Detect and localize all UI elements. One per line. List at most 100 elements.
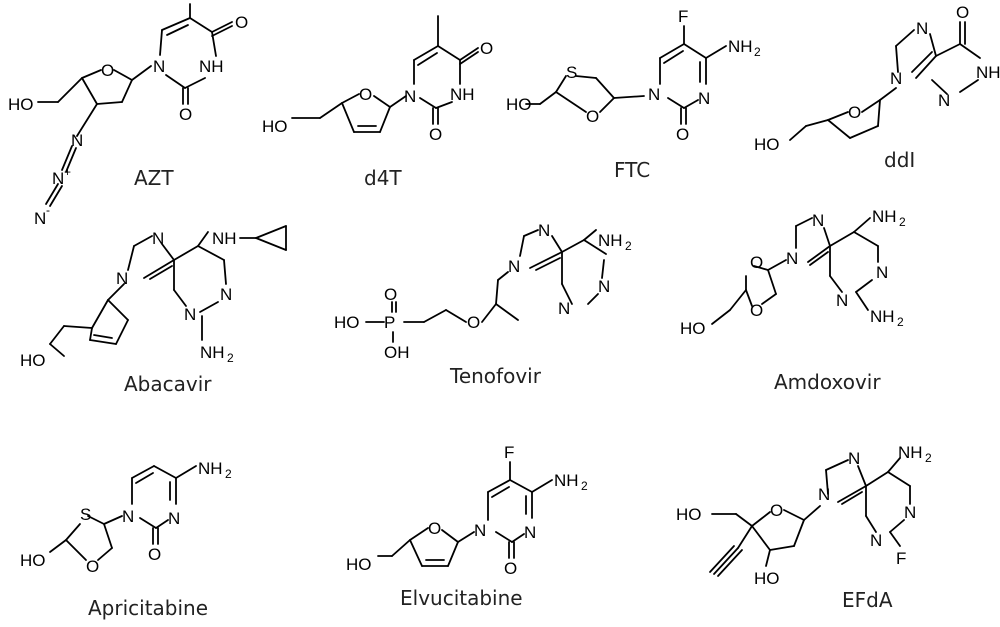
atom-ho: HO bbox=[680, 319, 706, 338]
atom-o: O bbox=[179, 105, 192, 124]
atom-n: N bbox=[836, 291, 848, 310]
label-efda: EFdA bbox=[842, 588, 893, 612]
atom-n: N bbox=[474, 521, 486, 540]
atom-ho: HO bbox=[346, 555, 372, 574]
charge-plus: + bbox=[64, 165, 71, 179]
atom-n: N bbox=[71, 131, 83, 150]
atom-nh: NH bbox=[212, 229, 237, 248]
structure-abacavir: N N N N NH NH 2 HO bbox=[20, 225, 287, 370]
atom-n: N bbox=[52, 169, 64, 188]
atom-nh2: NH bbox=[728, 37, 753, 56]
atom-ho: HO bbox=[506, 95, 532, 114]
label-tenofovir: Tenofovir bbox=[450, 364, 541, 388]
atom-n: N bbox=[916, 19, 928, 38]
atom-s: S bbox=[566, 63, 577, 82]
atom-n: N bbox=[648, 85, 660, 104]
atom-nh2: NH bbox=[870, 307, 895, 326]
atom-o: O bbox=[676, 125, 689, 144]
atom-o: O bbox=[586, 107, 599, 126]
atom-n: N bbox=[116, 269, 128, 288]
atom-n: N bbox=[538, 221, 550, 240]
atom-o: O bbox=[428, 519, 441, 538]
atom-nh2: NH bbox=[872, 207, 897, 226]
structure-ftc: S O N N F NH 2 O HO bbox=[506, 7, 761, 144]
subscript-2: 2 bbox=[897, 315, 904, 329]
atom-n: N bbox=[870, 531, 882, 550]
atom-n: N bbox=[848, 449, 860, 468]
charge-minus: - bbox=[46, 203, 50, 217]
atom-f: F bbox=[896, 549, 906, 568]
atom-n: N bbox=[122, 507, 134, 526]
label-abacavir: Abacavir bbox=[124, 372, 212, 396]
subscript-2: 2 bbox=[225, 467, 232, 481]
subscript-2: 2 bbox=[754, 45, 761, 59]
atom-nh2: NH bbox=[200, 343, 225, 362]
structure-tenofovir: O P HO OH O N N N N NH 2 bbox=[334, 221, 632, 362]
atom-n: N bbox=[818, 485, 830, 504]
subscript-2: 2 bbox=[625, 239, 632, 253]
structure-efda: O N N N N NH 2 F HO HO bbox=[676, 443, 932, 588]
atom-n: N bbox=[812, 211, 824, 230]
atom-ho: HO bbox=[754, 569, 780, 588]
atom-n: N bbox=[876, 263, 888, 282]
structure-azt: O N NH O O HO N N + N - bbox=[8, 3, 248, 228]
atom-n: N bbox=[938, 91, 950, 110]
atom-nh: NH bbox=[199, 57, 224, 76]
atom-f: F bbox=[504, 443, 514, 462]
atom-p: P bbox=[384, 313, 395, 332]
label-ddi: ddI bbox=[884, 148, 916, 172]
atom-n: N bbox=[890, 69, 902, 88]
atom-n: N bbox=[168, 509, 180, 528]
atom-n: N bbox=[904, 503, 916, 522]
atom-ho: HO bbox=[262, 117, 288, 136]
label-amdoxovir: Amdoxovir bbox=[774, 370, 881, 394]
atom-nh2: NH bbox=[898, 443, 923, 462]
atom-o: O bbox=[480, 39, 493, 58]
atom-ho: HO bbox=[20, 351, 46, 370]
atom-o: O bbox=[235, 13, 248, 32]
structure-apricitabine: S O N N NH 2 O HO bbox=[20, 459, 232, 576]
subscript-2: 2 bbox=[925, 451, 932, 465]
atom-o: O bbox=[750, 301, 763, 320]
atom-n: N bbox=[34, 209, 46, 228]
atom-n: N bbox=[152, 229, 164, 248]
atom-o: O bbox=[467, 313, 480, 332]
atom-o: O bbox=[148, 545, 161, 564]
label-azt: AZT bbox=[134, 166, 174, 190]
atom-n: N bbox=[220, 285, 232, 304]
atom-n: N bbox=[184, 305, 196, 324]
atom-ho: HO bbox=[334, 313, 360, 332]
atom-nh: NH bbox=[450, 85, 475, 104]
atom-o: O bbox=[359, 85, 372, 104]
atom-nh2: NH bbox=[598, 231, 623, 250]
atom-f: F bbox=[678, 7, 688, 26]
atom-n: N bbox=[698, 89, 710, 108]
subscript-2: 2 bbox=[227, 351, 234, 365]
structure-amdoxovir: O O N N N N NH 2 NH 2 HO bbox=[680, 207, 906, 338]
subscript-2: 2 bbox=[899, 215, 906, 229]
atom-o: O bbox=[956, 3, 969, 22]
atom-ho: HO bbox=[8, 95, 34, 114]
atom-n: N bbox=[786, 249, 798, 268]
label-apricitabine: Apricitabine bbox=[88, 596, 209, 620]
atom-ho: HO bbox=[676, 505, 702, 524]
atom-o: O bbox=[429, 125, 442, 144]
label-d4t: d4T bbox=[364, 166, 402, 190]
atom-n: N bbox=[508, 257, 520, 276]
atom-oh: OH bbox=[384, 343, 410, 362]
atom-o: O bbox=[848, 103, 861, 122]
atom-nh2: NH bbox=[554, 471, 579, 490]
atom-nh2: NH bbox=[198, 459, 223, 478]
atom-o: O bbox=[384, 285, 397, 304]
atom-n: N bbox=[404, 87, 416, 106]
atom-nh: NH bbox=[976, 63, 1000, 82]
label-elvucitabine: Elvucitabine bbox=[400, 586, 523, 610]
atom-n: N bbox=[558, 299, 570, 318]
atom-o: O bbox=[770, 501, 783, 520]
atom-n: N bbox=[524, 523, 536, 542]
atom-o: O bbox=[750, 253, 763, 272]
atom-ho: HO bbox=[754, 135, 780, 154]
atom-o: O bbox=[86, 557, 99, 576]
